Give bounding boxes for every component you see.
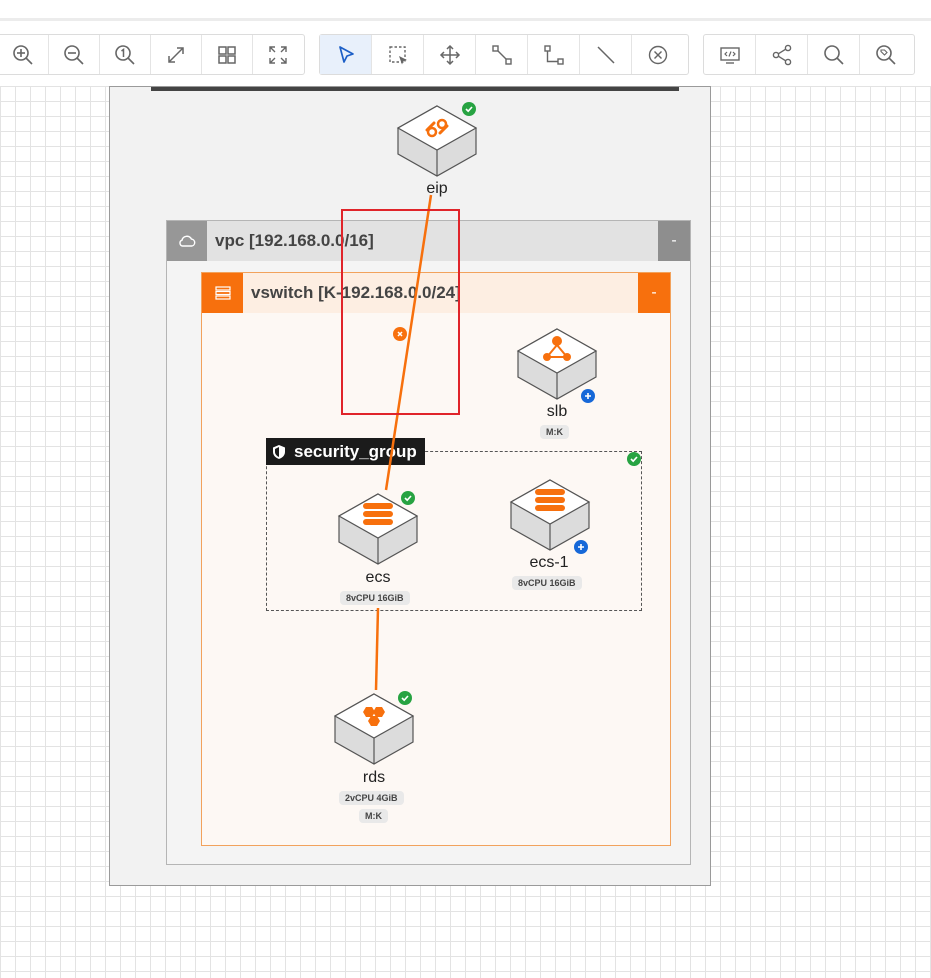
fullscreen-icon (269, 45, 288, 64)
grid-icon (218, 45, 236, 64)
pointer-icon (338, 45, 354, 63)
vswitch-collapse-button[interactable]: - (638, 273, 670, 313)
share-button[interactable] (756, 35, 808, 74)
zoom-actual-icon (115, 44, 135, 65)
select-area-icon (388, 45, 407, 64)
highlight-rectangle (341, 209, 460, 415)
rds-label: rds (362, 769, 386, 786)
select-area-button[interactable] (372, 35, 424, 74)
fit-button[interactable] (151, 35, 202, 74)
orthogonal-connect-icon (543, 44, 564, 65)
ecs-1-server-icon (509, 479, 591, 551)
rds-ok-icon (398, 691, 412, 705)
eip-node[interactable] (396, 104, 478, 183)
shield-icon (273, 444, 285, 459)
ecs-1-label: ecs-1 (529, 554, 569, 571)
rds-database-icon (333, 693, 415, 765)
ecs-1-tag: 8vCPU 16GiB (512, 576, 582, 590)
zoom-out-icon (64, 44, 84, 65)
ecs-label: ecs (365, 569, 391, 586)
ecs-node[interactable] (337, 492, 419, 571)
orthogonal-connect-button[interactable] (528, 35, 580, 74)
view-toolbar (0, 34, 305, 75)
vpc-collapse-button[interactable]: - (658, 221, 690, 261)
search-button[interactable] (808, 35, 860, 74)
rds-tag-mk: M:K (359, 809, 388, 823)
eip-ok-icon (462, 102, 476, 116)
zoom-out-button[interactable] (49, 35, 100, 74)
search-icon (823, 44, 844, 65)
ecs-server-icon (337, 493, 419, 565)
list-icon (202, 273, 243, 313)
security-group-ok-icon (627, 452, 641, 466)
security-group-title: security_group (294, 441, 417, 461)
security-group-label[interactable]: security_group (266, 438, 425, 465)
pointer-tool-button[interactable] (320, 35, 372, 74)
connect-button[interactable] (476, 35, 528, 74)
move-icon (439, 44, 460, 65)
ecs-1-add-icon[interactable] (574, 540, 588, 554)
code-icon (719, 46, 740, 64)
link-error-icon[interactable] (393, 327, 407, 341)
delete-icon (648, 45, 668, 64)
rds-tag-spec: 2vCPU 4GiB (339, 791, 404, 805)
tag-search-icon (876, 44, 896, 65)
slb-tag: M:K (540, 425, 569, 439)
line-button[interactable] (580, 35, 632, 74)
security-group-container[interactable] (266, 451, 642, 611)
edit-toolbar (319, 34, 689, 75)
zoom-in-button[interactable] (0, 35, 49, 74)
rds-node[interactable] (333, 692, 415, 771)
code-button[interactable] (704, 35, 756, 74)
move-button[interactable] (424, 35, 476, 74)
delete-button[interactable] (632, 35, 684, 74)
tag-search-button[interactable] (860, 35, 912, 74)
slb-icon (516, 328, 598, 400)
grid-button[interactable] (202, 35, 253, 74)
eip-icon (396, 105, 478, 177)
ecs-1-node[interactable] (509, 478, 591, 557)
export-toolbar (703, 34, 915, 75)
line-icon (596, 45, 615, 64)
fit-icon (168, 46, 184, 63)
ecs-tag: 8vCPU 16GiB (340, 591, 410, 605)
share-icon (772, 44, 791, 65)
cloud-icon (167, 221, 207, 261)
slb-label: slb (546, 403, 568, 420)
ecs-ok-icon (401, 491, 415, 505)
eip-label: eip (426, 180, 448, 197)
region-panel-topbar (151, 87, 679, 91)
zoom-actual-button[interactable] (100, 35, 151, 74)
zoom-in-icon (13, 44, 33, 65)
fullscreen-button[interactable] (253, 35, 304, 74)
connect-icon (491, 44, 512, 65)
top-divider (0, 18, 931, 21)
vpc-title: vpc [192.168.0.0/16] (215, 231, 374, 250)
slb-node[interactable] (516, 327, 598, 406)
slb-add-icon[interactable] (581, 389, 595, 403)
